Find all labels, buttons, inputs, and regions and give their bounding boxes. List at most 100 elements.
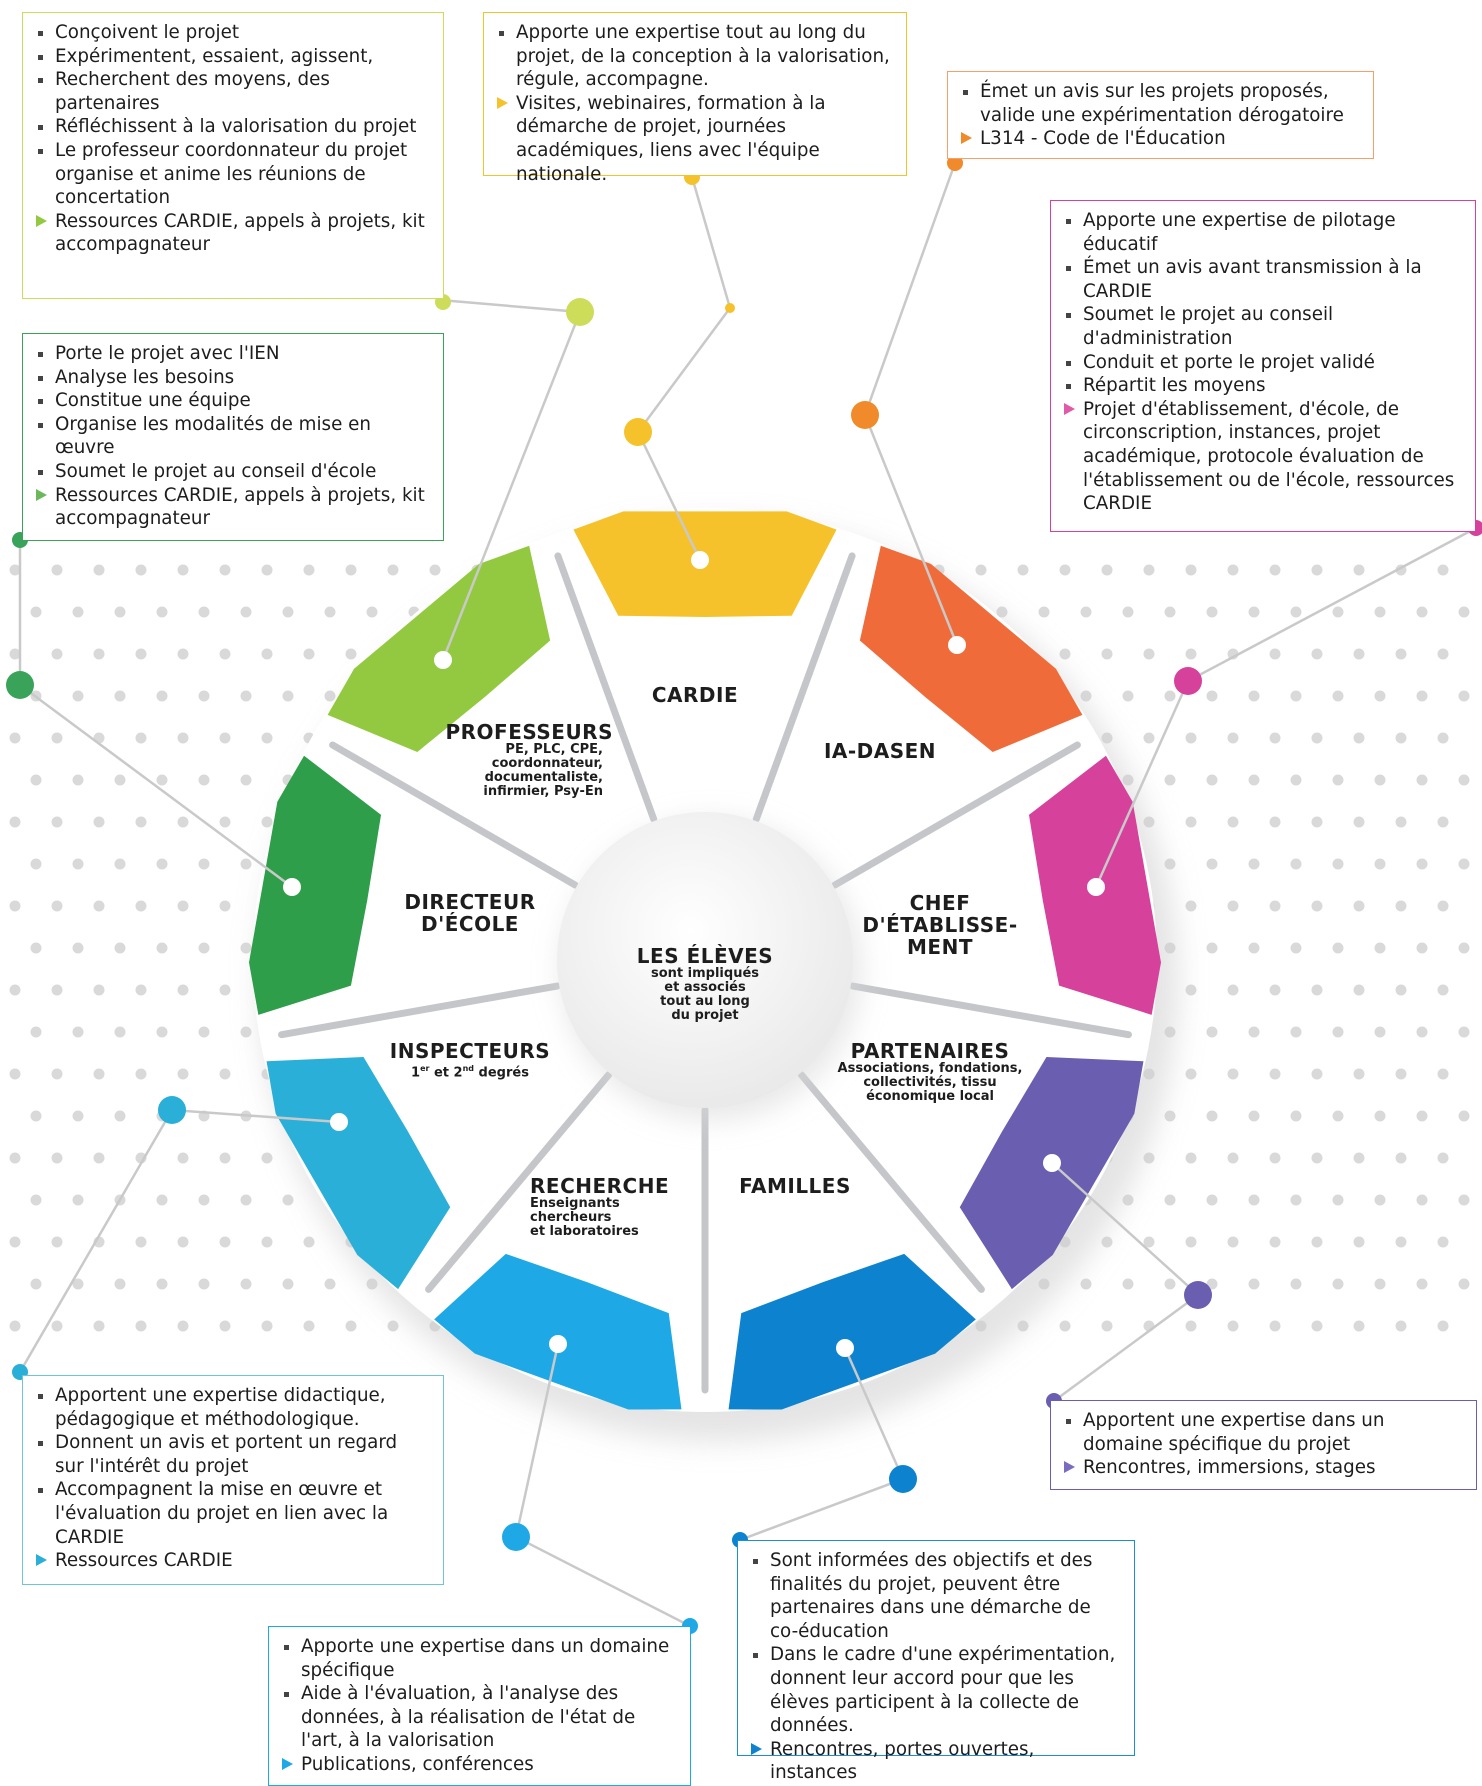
dot <box>1332 606 1344 618</box>
dot <box>1185 1320 1197 1332</box>
dot <box>1332 774 1344 786</box>
connector-dot-recherche <box>502 1523 530 1551</box>
dot <box>30 942 42 954</box>
dot <box>1395 984 1407 996</box>
dot <box>1143 732 1155 744</box>
box-inspecteurs-resources: Ressources CARDIE <box>35 1549 431 1573</box>
dot <box>51 1236 63 1248</box>
box-familles-resources: Rencontres, portes ouvertes, instances <box>750 1738 1122 1785</box>
anchor-dot-professeurs <box>434 651 452 669</box>
dot <box>1395 732 1407 744</box>
dot <box>93 900 105 912</box>
dot <box>198 858 210 870</box>
label-professeurs: PROFESSEURS PE, PLC, CPE, coordonnateur,… <box>423 721 613 799</box>
dot <box>93 984 105 996</box>
dot <box>219 984 231 996</box>
box-partenaires-item: Apportent une expertise dans un domaine … <box>1063 1409 1464 1456</box>
label-directeur: DIRECTEUR D'ÉCOLE <box>370 891 570 935</box>
center-label: LES ÉLÈVES sont impliqués et associés to… <box>605 945 805 1023</box>
segment-partenaires <box>959 1057 1144 1290</box>
dot <box>1332 1278 1344 1290</box>
dot <box>219 1320 231 1332</box>
triangle-icon <box>751 1742 762 1755</box>
dot <box>240 606 252 618</box>
dot <box>261 648 273 660</box>
dot <box>261 1236 273 1248</box>
dot <box>1248 774 1260 786</box>
dot <box>1290 1110 1302 1122</box>
dot <box>1143 648 1155 660</box>
triangle-icon <box>36 488 47 501</box>
dot <box>135 648 147 660</box>
segment-professeurs <box>327 545 551 753</box>
label-iadasen-title: IA-DASEN <box>823 739 937 763</box>
box-chef-resources: Projet d'établissement, d'école, de circ… <box>1063 398 1463 516</box>
label-partenaires: PARTENAIRES Associations, fondations, co… <box>820 1040 1040 1104</box>
dot <box>30 1110 42 1122</box>
dot <box>51 1152 63 1164</box>
dot <box>114 606 126 618</box>
dot <box>156 942 168 954</box>
dot <box>345 1320 357 1332</box>
dot <box>1353 1236 1365 1248</box>
dot <box>1332 942 1344 954</box>
dot <box>1437 1152 1449 1164</box>
dot <box>1227 1068 1239 1080</box>
label-partenaires-title: PARTENAIRES <box>850 1039 1010 1063</box>
dot <box>9 984 21 996</box>
dot <box>303 1236 315 1248</box>
box-directeur-resources-text: Ressources CARDIE, appels à projets, kit… <box>55 484 425 530</box>
connector-line-cardie <box>636 176 732 561</box>
dot <box>1374 858 1386 870</box>
label-inspecteurs-title: INSPECTEURS <box>389 1039 551 1063</box>
dot <box>1332 690 1344 702</box>
dot <box>1374 690 1386 702</box>
box-directeur-item: Constitue une équipe <box>35 389 431 413</box>
dot <box>1374 1026 1386 1038</box>
triangle-icon <box>1064 402 1075 415</box>
dot <box>996 606 1008 618</box>
dot <box>51 648 63 660</box>
dot <box>1248 690 1260 702</box>
dot <box>240 942 252 954</box>
dot <box>1164 774 1176 786</box>
dot <box>1248 1026 1260 1038</box>
dot <box>198 606 210 618</box>
anchor-dot-cardie <box>691 551 709 569</box>
dot <box>114 858 126 870</box>
dot <box>51 900 63 912</box>
dot <box>1374 774 1386 786</box>
dot <box>219 648 231 660</box>
dot <box>156 690 168 702</box>
segment-recherche <box>434 1253 682 1410</box>
dot <box>1290 774 1302 786</box>
dot <box>198 942 210 954</box>
dot <box>1206 1026 1218 1038</box>
dot <box>303 564 315 576</box>
dot <box>1353 648 1365 660</box>
dot <box>1311 1152 1323 1164</box>
dot <box>1311 1320 1323 1332</box>
dot <box>1269 1320 1281 1332</box>
dot <box>30 1278 42 1290</box>
dot <box>114 1278 126 1290</box>
dot <box>51 564 63 576</box>
box-chef-item: Apporte une expertise de pilotage éducat… <box>1063 209 1463 256</box>
dot <box>1374 942 1386 954</box>
spoke <box>831 741 1081 889</box>
dot <box>1206 606 1218 618</box>
dot <box>114 942 126 954</box>
dot <box>1374 1278 1386 1290</box>
dot <box>1353 1152 1365 1164</box>
dot <box>1185 732 1197 744</box>
dot <box>1080 606 1092 618</box>
dot <box>1416 942 1428 954</box>
label-chef-line-3: MENT <box>907 935 973 959</box>
dot <box>1227 732 1239 744</box>
dot <box>93 1068 105 1080</box>
spoke <box>554 552 658 823</box>
dot <box>177 1320 189 1332</box>
dot <box>135 732 147 744</box>
triangle-icon <box>36 214 47 227</box>
dot <box>219 1068 231 1080</box>
